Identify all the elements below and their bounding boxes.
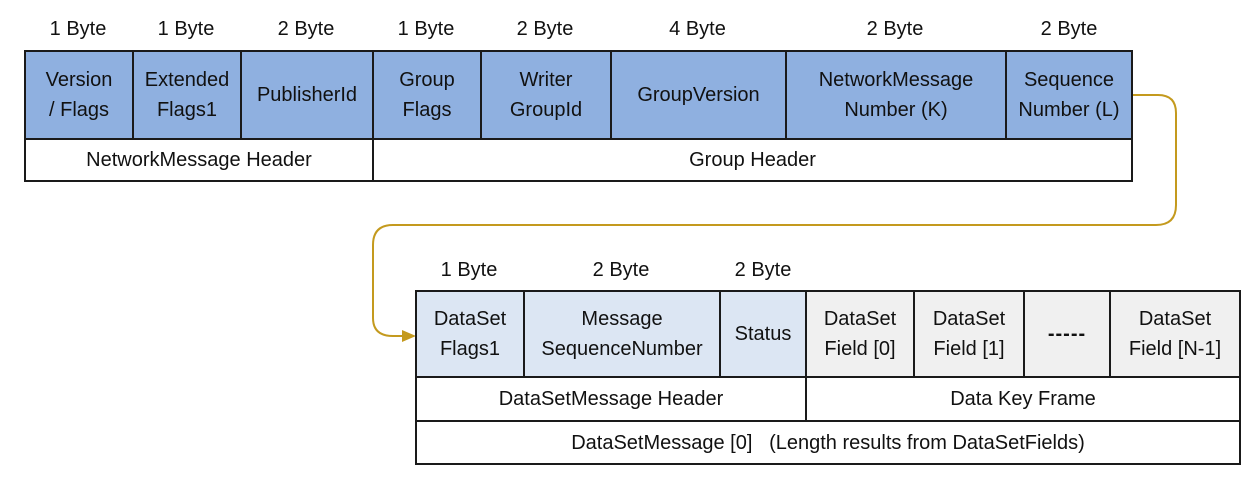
size-label-dataset-flags: 1 Byte <box>440 259 498 281</box>
field-message-sequence-number: Message SequenceNumber <box>523 290 721 378</box>
size-label-group-flags: 1 Byte <box>397 18 455 40</box>
size-label-message-sequence-number: 2 Byte <box>592 259 650 281</box>
field-sequence-number: Sequence Number (L) <box>1005 50 1133 140</box>
field-extended-flags1: Extended Flags1 <box>132 50 242 140</box>
field-writer-group-id: Writer GroupId <box>480 50 612 140</box>
field-dataset-field-n-1: DataSet Field [N-1] <box>1109 290 1241 378</box>
field-publisher-id: PublisherId <box>240 50 374 140</box>
dataset-message-header: DataSetMessage Header <box>415 376 807 422</box>
field-network-message-number: NetworkMessage Number (K) <box>785 50 1007 140</box>
size-label-writer-group-id: 2 Byte <box>516 18 574 40</box>
size-label-sequence-number: 2 Byte <box>1040 18 1098 40</box>
field-ellipsis: ----- <box>1023 290 1111 378</box>
size-label-network-message-number: 2 Byte <box>866 18 924 40</box>
group-header: Group Header <box>372 138 1133 182</box>
field-dataset-field-1: DataSet Field [1] <box>913 290 1025 378</box>
field-group-version: GroupVersion <box>610 50 787 140</box>
size-label-extended-flags: 1 Byte <box>157 18 215 40</box>
field-dataset-flags1: DataSet Flags1 <box>415 290 525 378</box>
field-group-flags: Group Flags <box>372 50 482 140</box>
field-status: Status <box>719 290 807 378</box>
size-label-version: 1 Byte <box>49 18 107 40</box>
field-dataset-field-0: DataSet Field [0] <box>805 290 915 378</box>
field-version-flags: Version / Flags <box>24 50 134 140</box>
data-key-frame: Data Key Frame <box>805 376 1241 422</box>
dataset-message-footer: DataSetMessage [0] (Length results from … <box>415 420 1241 465</box>
size-label-publisher-id: 2 Byte <box>277 18 335 40</box>
size-label-group-version: 4 Byte <box>669 18 726 40</box>
network-message-header: NetworkMessage Header <box>24 138 374 182</box>
size-label-status: 2 Byte <box>734 259 792 281</box>
